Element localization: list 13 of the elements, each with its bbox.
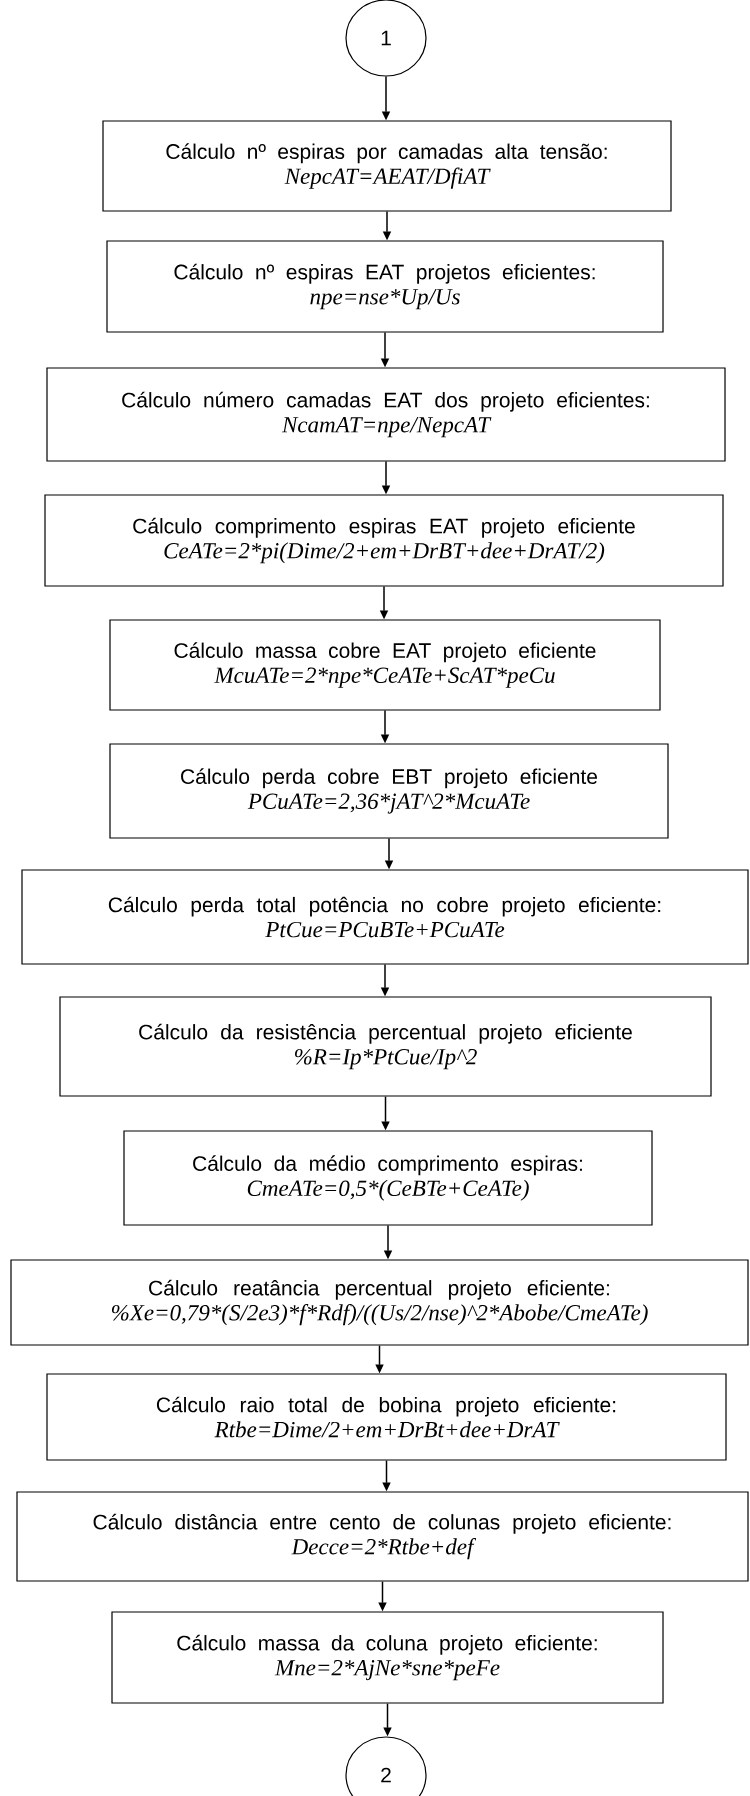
process-box: Cálculo distância entre cento de colunas projeto eficiente: Decce=2*Rtbe+def	[16, 1491, 749, 1582]
process-box: Cálculo número camadas EAT dos projeto eficientes: NcamAT=npe/NepcAT	[46, 367, 726, 462]
process-box: Cálculo massa cobre EAT projeto eficiente McuATe=2*npe*CeATe+ScAT*peCu	[109, 619, 661, 711]
process-box: Cálculo nº espiras por camadas alta tensão: NepcAT=AEAT/DfiAT	[102, 120, 672, 212]
process-box: Cálculo raio total de bobina projeto eficiente: Rtbe=Dime/2+em+DrBt+dee+DrAT	[46, 1373, 727, 1461]
process-box: Cálculo perda total potência no cobre projeto eficiente: PtCue=PCuBTe+PCuATe	[21, 869, 749, 965]
process-box: Cálculo da resistência percentual projeto eficiente %R=Ip*PtCue/Ip^2	[59, 996, 712, 1097]
process-box: Cálculo da médio comprimento espiras: CmeATe=0,5*(CeBTe+CeATe)	[123, 1130, 653, 1226]
process-box: Cálculo nº espiras EAT projetos eficientes: npe=nse*Up/Us	[106, 240, 664, 333]
process-box: Cálculo perda cobre EBT projeto eficiente PCuATe=2,36*jAT^2*McuATe	[109, 743, 669, 839]
process-box: Cálculo massa da coluna projeto eficiente: Mne=2*AjNe*sne*peFe	[111, 1611, 664, 1704]
process-box: Cálculo comprimento espiras EAT projeto eficiente CeATe=2*pi(Dime/2+em+DrBT+dee+DrAT/2)	[44, 494, 724, 587]
process-box: Cálculo reatância percentual projeto eficiente: %Xe=0,79*(S/2e3)*f*Rdf)/((Us/2/nse)^2*Abobe/CmeATe)	[10, 1259, 749, 1346]
